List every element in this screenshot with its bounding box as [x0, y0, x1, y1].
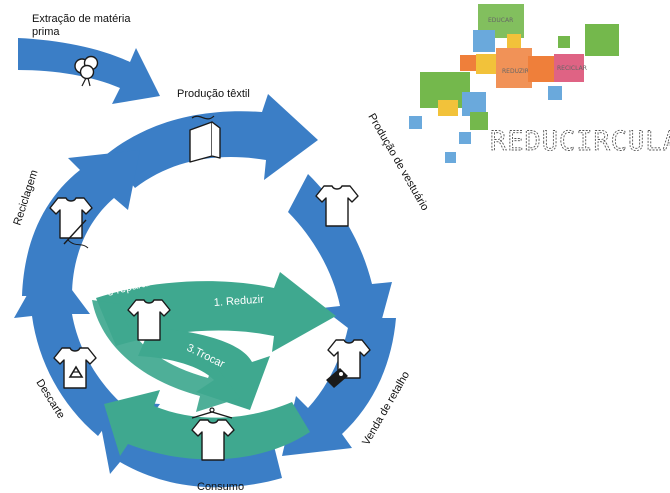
- inner-arrow-exchange: [138, 328, 270, 410]
- label-recycling: Reciclagem: [11, 169, 40, 227]
- logo-tile: [496, 48, 532, 88]
- hanger-icon: [191, 407, 233, 419]
- outer-arrow-disposal: [14, 258, 122, 436]
- fabric-roll-icon: [189, 115, 221, 163]
- label-consumption: Consumo: [197, 481, 244, 493]
- price-tag-icon: [326, 368, 348, 388]
- inner-arrow-reuse: [92, 300, 240, 412]
- logo-tile: [473, 30, 495, 52]
- logo-tile: [507, 34, 521, 48]
- tshirt-icon: [127, 299, 171, 341]
- logo-tile: [558, 36, 570, 48]
- label-textile-production: Produção têxtil: [177, 88, 250, 100]
- recycle-icon: [68, 365, 84, 378]
- label-extraction-line2: prima: [32, 26, 60, 38]
- logo-tile: [445, 152, 456, 163]
- logo-wordmark: REDUCIRCULAR: [490, 126, 670, 157]
- reducircular-logo: EDUCAR REDUZIR RECICLAR REDUCIRCULAR: [409, 4, 670, 163]
- logo-tile: [528, 56, 554, 82]
- label-reduce: 1. Reduzir: [213, 294, 264, 309]
- logo-tile-reduzir-label: REDUZIR: [502, 68, 529, 75]
- logo-tile: [438, 100, 458, 116]
- tshirt-icon: [191, 419, 235, 461]
- logo-tile: [470, 112, 488, 130]
- tshirt-icon: [315, 185, 359, 227]
- logo-tile: [459, 132, 471, 144]
- logo-tile-educar-label: EDUCAR: [488, 17, 513, 24]
- label-extraction: Extração de matéria: [32, 13, 131, 25]
- raw-material-arrow: [18, 38, 160, 104]
- outer-arrow-clothing: [288, 174, 392, 348]
- tshirt-icon: [49, 197, 93, 239]
- logo-tile: [476, 54, 496, 74]
- sewing-needle-icon: [63, 219, 89, 249]
- logo-tile: [548, 86, 562, 100]
- logo-tile: [554, 54, 584, 82]
- logo-tile-reciclar-label: RECICLAR: [557, 65, 587, 72]
- tshirt-icon: [327, 339, 371, 379]
- logo-tile: [460, 55, 476, 71]
- cotton-icon: [74, 55, 99, 87]
- logo-tile: [585, 24, 619, 56]
- logo-tile: [409, 116, 422, 129]
